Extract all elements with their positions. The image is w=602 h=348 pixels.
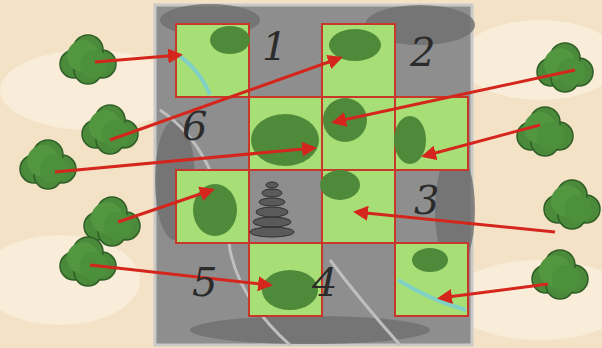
callout-number: 4	[312, 262, 337, 302]
callout-number: 3	[414, 180, 439, 220]
callout-number: 6	[182, 106, 207, 146]
callout-number: 2	[410, 32, 435, 72]
callout-number: 5	[192, 262, 217, 302]
callout-number: 1	[262, 26, 287, 66]
